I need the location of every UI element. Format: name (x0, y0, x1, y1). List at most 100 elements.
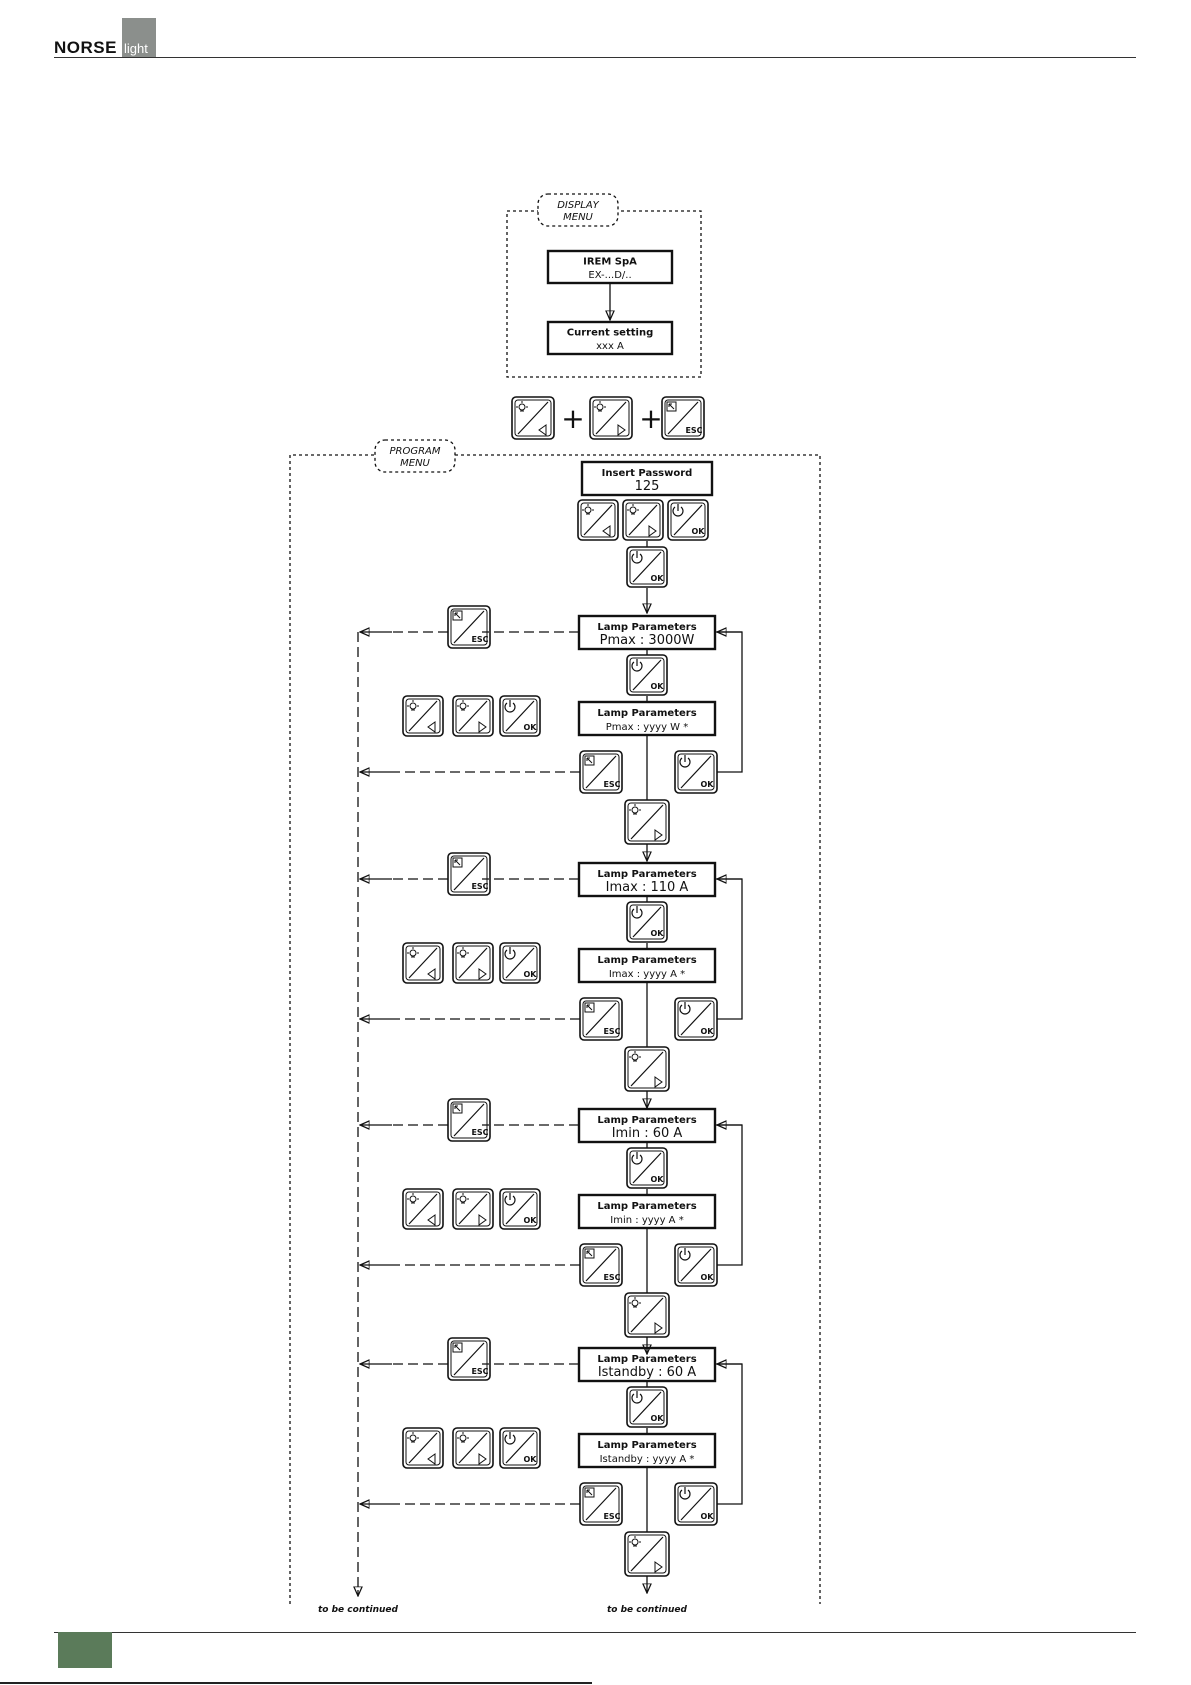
param-group-1-enter-ok-key[interactable]: OK (626, 654, 668, 696)
exit-icon (584, 1248, 595, 1259)
power-icon (504, 947, 516, 960)
exit-icon (666, 401, 677, 412)
password-key-ok[interactable]: OK (667, 499, 709, 541)
display-menu-label-2: MENU (563, 212, 593, 223)
arrow-left-icon (427, 1453, 436, 1465)
param-group-4-next-key[interactable] (624, 1531, 670, 1577)
param-group-2-main-screen-line2: Imax : 110 A (606, 880, 689, 895)
exit-icon (584, 755, 595, 766)
program-menu-label-box (374, 439, 456, 473)
lamp-icon (407, 947, 419, 958)
program-menu-label-2: MENU (400, 458, 430, 469)
arrow-right-icon (478, 968, 487, 980)
param-group-1-edit-key-left[interactable] (402, 695, 444, 737)
ok-key-label: OK (651, 929, 665, 938)
arrow-left-icon (538, 424, 547, 436)
param-group-4-main-screen-line2: Istandby : 60 A (598, 1365, 696, 1380)
lamp-icon (407, 700, 419, 711)
param-group-4-confirm-ok-key[interactable]: OK (674, 1482, 718, 1526)
param-group-2-enter-ok-key[interactable]: OK (626, 901, 668, 943)
param-group-1-main-screen-line2: Pmax : 3000W (600, 633, 695, 648)
param-group-3-confirm-ok-key[interactable]: OK (674, 1243, 718, 1287)
ok-key-label: OK (692, 527, 706, 536)
entry-key-esc[interactable]: ESC (661, 396, 705, 440)
param-group-3-main-screen-line1: Lamp Parameters (597, 1115, 696, 1126)
param-group-4-edit-key-right[interactable] (452, 1427, 494, 1469)
param-group-2-main-esc-key[interactable]: ESC (447, 852, 491, 896)
ok-key-label: OK (701, 780, 715, 789)
param-group-3-edit-key-right[interactable] (452, 1188, 494, 1230)
param-group-1-edit-screen-line1: Lamp Parameters (597, 708, 696, 719)
param-group-4-edit-key-left[interactable] (402, 1427, 444, 1469)
param-group-1-main-screen-line1: Lamp Parameters (597, 622, 696, 633)
esc-key-label: ESC (471, 635, 488, 644)
param-group-2-edit-key-left[interactable] (402, 942, 444, 984)
lamp-icon (594, 401, 606, 412)
param-group-4-edit-esc-key[interactable]: ESC (579, 1482, 623, 1526)
param-group-3-main-esc-key[interactable]: ESC (447, 1098, 491, 1142)
param-group-4-edit-key-ok[interactable]: OK (499, 1427, 541, 1469)
esc-key-label: ESC (603, 1512, 620, 1521)
param-group-1-edit-esc-key[interactable]: ESC (579, 750, 623, 794)
param-group-1-confirm-ok-key[interactable]: OK (674, 750, 718, 794)
lamp-icon (457, 1193, 469, 1204)
ok-key-label: OK (524, 1455, 538, 1464)
power-icon (631, 659, 643, 672)
ok-key-label: OK (701, 1027, 715, 1036)
param-group-4-main-esc-key[interactable]: ESC (447, 1337, 491, 1381)
param-group-2-confirm-ok-key[interactable]: OK (674, 997, 718, 1041)
param-group-1-edit-key-ok[interactable]: OK (499, 695, 541, 737)
param-group-2-edit-key-ok[interactable]: OK (499, 942, 541, 984)
arrow-right-icon (654, 1076, 663, 1088)
power-icon (504, 1193, 516, 1206)
power-icon (504, 700, 516, 713)
arrow-left-icon (427, 721, 436, 733)
param-group-3-edit-esc-key[interactable]: ESC (579, 1243, 623, 1287)
footer-page-tab (58, 1632, 112, 1668)
power-icon (631, 906, 643, 919)
exit-icon (452, 1103, 463, 1114)
power-icon (631, 1391, 643, 1404)
password-key-right[interactable] (622, 499, 664, 541)
esc-key-label: ESC (603, 1027, 620, 1036)
lamp-icon (407, 1193, 419, 1204)
param-group-1-edit-key-right[interactable] (452, 695, 494, 737)
param-group-4-main-screen-line1: Lamp Parameters (597, 1354, 696, 1365)
esc-key-label: ESC (471, 1367, 488, 1376)
param-group-2-next-key[interactable] (624, 1046, 670, 1092)
entry-key-left[interactable] (511, 396, 555, 440)
param-group-1-next-key[interactable] (624, 799, 670, 845)
param-group-3-enter-ok-key[interactable]: OK (626, 1147, 668, 1189)
power-icon (504, 1432, 516, 1445)
password-confirm-ok[interactable]: OK (626, 546, 668, 588)
ok-key-label: OK (524, 970, 538, 979)
exit-icon (452, 857, 463, 868)
lamp-icon (582, 504, 594, 515)
param-group-3-edit-key-left[interactable] (402, 1188, 444, 1230)
password-key-left[interactable] (577, 499, 619, 541)
param-group-4-enter-ok-key[interactable]: OK (626, 1386, 668, 1428)
display-screen-ident-line1: IREM SpA (583, 256, 637, 267)
power-icon (672, 504, 684, 517)
header-rule (54, 57, 1136, 58)
param-group-3-next-key[interactable] (624, 1292, 670, 1338)
param-group-3-loop-line (715, 1124, 743, 1266)
entry-key-right[interactable] (589, 396, 633, 440)
power-icon (679, 1002, 691, 1015)
param-group-2-edit-esc-key[interactable]: ESC (579, 997, 623, 1041)
param-group-3-edit-key-ok[interactable]: OK (499, 1188, 541, 1230)
param-group-1-main-esc-key[interactable]: ESC (447, 605, 491, 649)
param-group-2-edit-screen-line2: Imax : yyyy A * (609, 969, 685, 980)
param-group-2-edit-key-right[interactable] (452, 942, 494, 984)
arrow-left-icon (427, 1214, 436, 1226)
lamp-icon (629, 804, 641, 815)
